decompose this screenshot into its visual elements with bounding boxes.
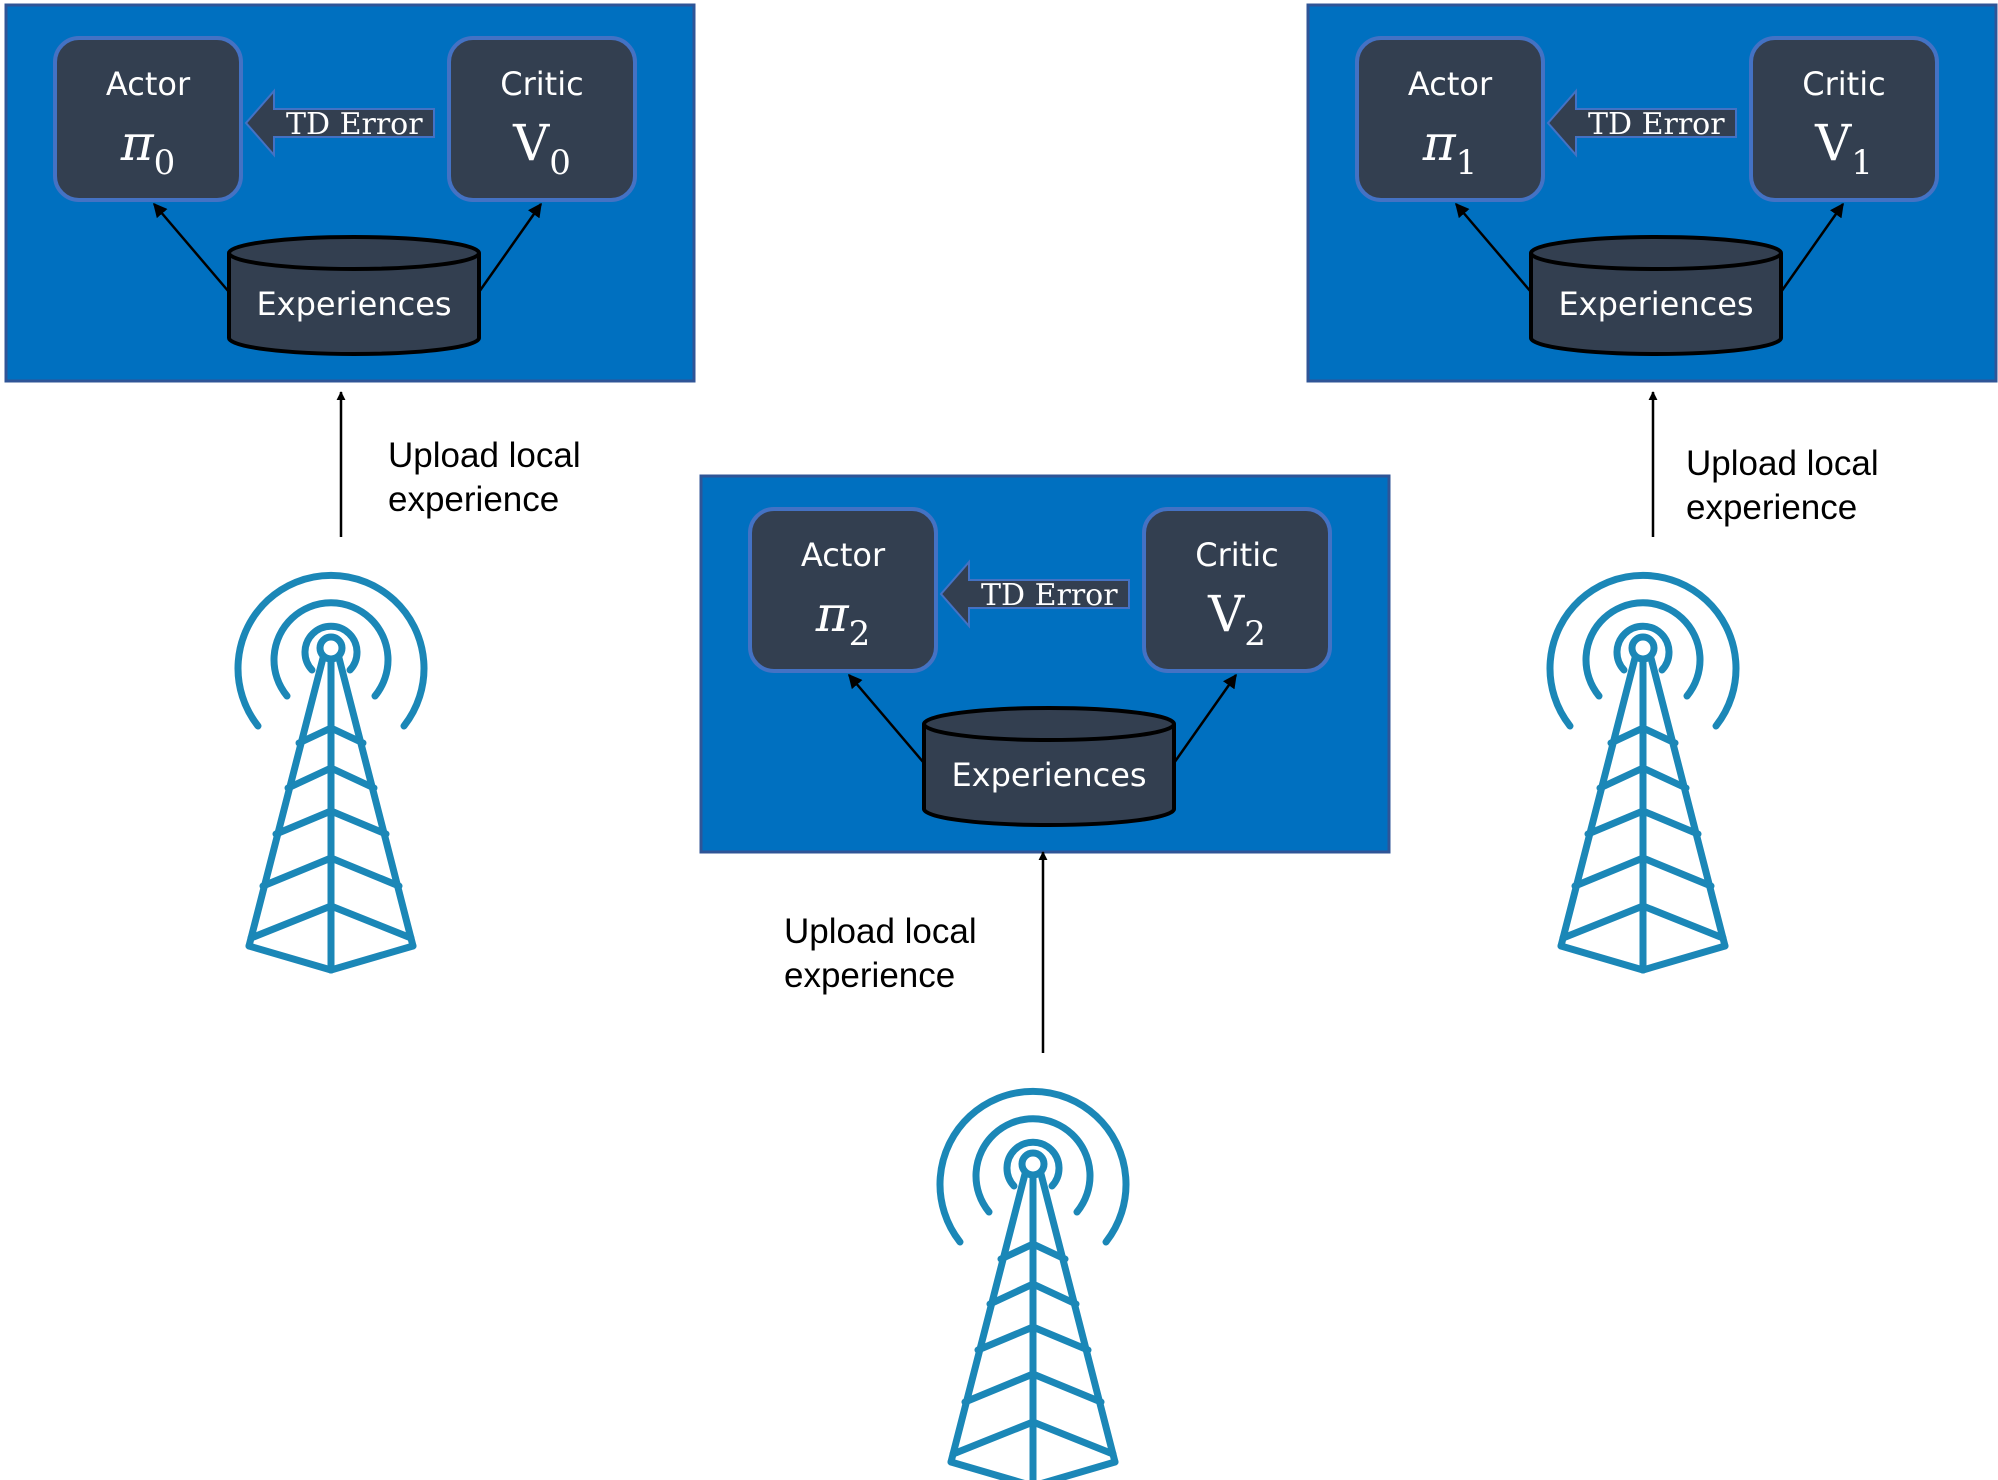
- critic-value-symbol-2: V: [1207, 585, 1245, 643]
- critic-value-2: V2: [1207, 585, 1266, 654]
- experiences-label-0: Experiences: [256, 285, 451, 323]
- td-error-label-2: TD Error: [981, 578, 1118, 613]
- actor-policy-symbol-2: π: [815, 585, 850, 643]
- actor-policy-index-1: 1: [1456, 143, 1478, 183]
- critic-label-0: Critic: [500, 65, 583, 103]
- upload-label-0-line1: Upload local: [388, 436, 581, 475]
- critic-label-2: Critic: [1195, 536, 1278, 574]
- upload-label-1-line2: experience: [1686, 488, 1857, 527]
- cell-tower-icon: [940, 1091, 1126, 1480]
- cell-tower-icon: [1550, 575, 1736, 970]
- actor-policy-symbol-0: π: [120, 114, 155, 172]
- actor-policy-index-0: 0: [154, 143, 176, 183]
- actor-label-0: Actor: [106, 65, 191, 103]
- agent-panel-2-shapes: [701, 476, 1389, 852]
- td-error-label-1: TD Error: [1588, 107, 1725, 142]
- agent-panel-2: Actor π2 Critic V2 TD Error Experiences: [701, 476, 1389, 852]
- agent-panel-1: Actor π1 Critic V1 TD Error Experiences: [1308, 5, 1996, 381]
- actor-policy-0: π0: [120, 114, 176, 183]
- critic-value-index-2: 2: [1244, 614, 1266, 654]
- critic-value-index-0: 0: [549, 143, 571, 183]
- upload-label-2-line2: experience: [784, 956, 955, 995]
- upload-label-1-line1: Upload local: [1686, 444, 1879, 483]
- td-error-label-0: TD Error: [286, 107, 423, 142]
- upload-label-2-line1: Upload local: [784, 912, 977, 951]
- actor-policy-index-2: 2: [849, 614, 871, 654]
- actor-policy-2: π2: [815, 585, 871, 654]
- agent-panel-0: Actor π0 Critic V0 TD Error Experiences: [6, 5, 694, 381]
- agent-panel-0-shapes: [6, 5, 694, 381]
- actor-policy-1: π1: [1422, 114, 1478, 183]
- actor-label-2: Actor: [801, 536, 886, 574]
- critic-value-0: V0: [512, 114, 571, 183]
- critic-value-symbol-1: V: [1814, 114, 1852, 172]
- experiences-label-1: Experiences: [1558, 285, 1753, 323]
- critic-value-index-1: 1: [1851, 143, 1873, 183]
- critic-value-1: V1: [1814, 114, 1873, 183]
- actor-label-1: Actor: [1408, 65, 1493, 103]
- experiences-label-2: Experiences: [951, 756, 1146, 794]
- cell-tower-icon: [238, 575, 424, 970]
- actor-policy-symbol-1: π: [1422, 114, 1457, 172]
- critic-value-symbol-0: V: [512, 114, 550, 172]
- agent-panel-1-shapes: [1308, 5, 1996, 381]
- critic-label-1: Critic: [1802, 65, 1885, 103]
- upload-label-0-line2: experience: [388, 480, 559, 519]
